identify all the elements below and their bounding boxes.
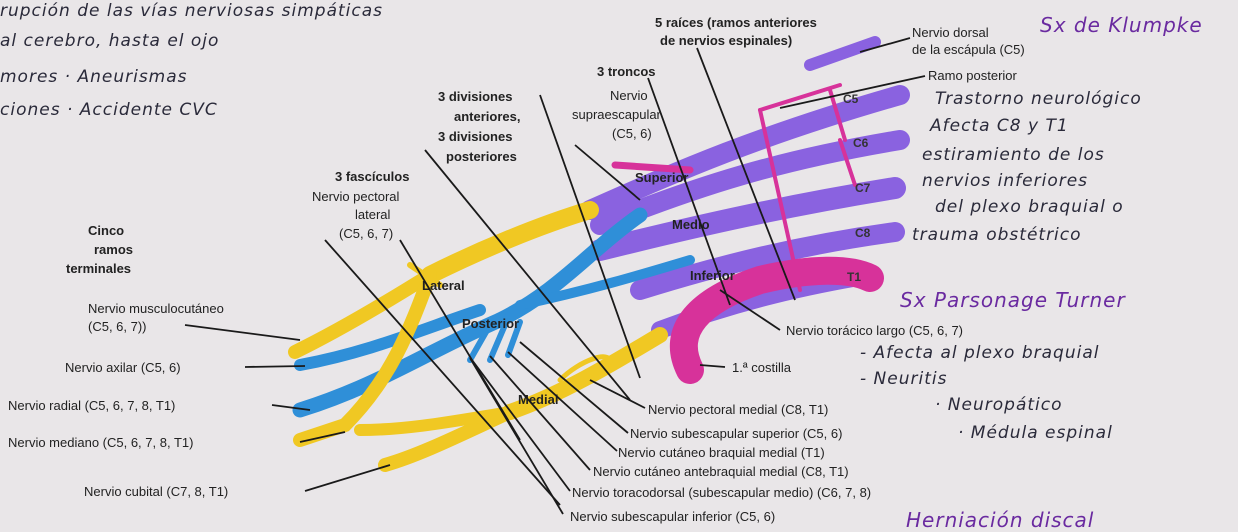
- bottom-nerve-labels: Nervio pectoral medial (C8, T1) Nervio s…: [570, 402, 871, 524]
- label-toracico-largo: Nervio torácico largo (C5, 6, 7): [786, 323, 963, 338]
- label-subescapular-superior: Nervio subescapular superior (C5, 6): [630, 426, 842, 441]
- header-raices-2: de nervios espinales): [660, 33, 792, 48]
- note-top-2: mores · Aneurismas: [0, 67, 188, 87]
- headers: 5 raíces (ramos anteriores de nervios es…: [66, 15, 817, 276]
- root-label-c6: C6: [853, 136, 869, 150]
- note-parsonage-0: - Afecta al plexo braquial: [860, 343, 1099, 363]
- dorsal-scapular-band: [810, 42, 875, 65]
- label-cubital: Nervio cubital (C7, 8, T1): [84, 484, 228, 499]
- note-klumpke-3: nervios inferiores: [922, 171, 1088, 191]
- note-top-3: ciones · Accidente CVC: [0, 100, 218, 120]
- header-ramos-1: Cinco: [88, 223, 124, 238]
- header-divisiones-4: posteriores: [446, 149, 517, 164]
- label-costilla: 1.ª costilla: [732, 360, 792, 375]
- note-klumpke-0: Trastorno neurológico: [935, 89, 1142, 109]
- cord-label-posterior: Posterior: [462, 316, 519, 331]
- label-mediano: Nervio mediano (C5, 6, 7, 8, T1): [8, 435, 193, 450]
- trunk-label-medio: Medio: [672, 217, 710, 232]
- trunk-label-superior: Superior: [635, 170, 688, 185]
- note-parsonage-1: - Neuritis: [860, 369, 947, 389]
- label-musculocutaneo-1: Nervio musculocutáneo: [88, 301, 224, 316]
- note-klumpke-title: Sx de Klumpke: [1040, 13, 1203, 37]
- note-klumpke-1: Afecta C8 y T1: [929, 116, 1069, 136]
- note-herniacion: Herniación discal: [906, 508, 1094, 532]
- root-label-c7: C7: [855, 181, 871, 195]
- header-ramos-2: ramos: [94, 242, 133, 257]
- label-axilar: Nervio axilar (C5, 6): [65, 360, 181, 375]
- note-top-0: rupción de las vías nerviosas simpáticas: [0, 1, 383, 21]
- root-label-c8: C8: [855, 226, 871, 240]
- trunk-label-inferior: Inferior: [690, 268, 735, 283]
- note-parsonage-title: Sx Parsonage Turner: [900, 288, 1126, 312]
- label-supraescapular-3: (C5, 6): [612, 126, 652, 141]
- left-nerve-labels: Nervio musculocutáneo (C5, 6, 7)) Nervio…: [8, 301, 228, 499]
- note-klumpke-5: trauma obstétrico: [912, 225, 1082, 245]
- label-dorsal-escapula-2: de la escápula (C5): [912, 42, 1025, 57]
- header-divisiones-3: 3 divisiones: [438, 129, 512, 144]
- label-cutaneo-antebraquial: Nervio cutáneo antebraquial medial (C8, …: [593, 464, 849, 479]
- label-dorsal-escapula-1: Nervio dorsal: [912, 25, 989, 40]
- cord-label-lateral: Lateral: [422, 278, 465, 293]
- header-raices-1: 5 raíces (ramos anteriores: [655, 15, 817, 30]
- header-ramos-3: terminales: [66, 261, 131, 276]
- label-pectoral-lateral-2: lateral: [355, 207, 391, 222]
- label-cutaneo-braquial: Nervio cutáneo braquial medial (T1): [618, 445, 825, 460]
- handwritten-notes-top: rupción de las vías nerviosas simpáticas…: [0, 1, 383, 120]
- header-divisiones-1: 3 divisiones: [438, 89, 512, 104]
- label-radial: Nervio radial (C5, 6, 7, 8, T1): [8, 398, 175, 413]
- header-divisiones-2: anteriores,: [454, 109, 520, 124]
- label-ramo-posterior: Ramo posterior: [928, 68, 1018, 83]
- note-klumpke-2: estiramiento de los: [922, 145, 1105, 165]
- label-supraescapular-2: supraescapular: [572, 107, 662, 122]
- header-troncos: 3 troncos: [597, 64, 656, 79]
- label-subescapular-inferior: Nervio subescapular inferior (C5, 6): [570, 509, 775, 524]
- root-label-t1: T1: [847, 270, 861, 284]
- lateral-cord: [430, 210, 590, 275]
- label-supraescapular-1: Nervio: [610, 88, 648, 103]
- note-klumpke-4: del plexo braquial o: [935, 197, 1124, 217]
- handwritten-notes-right: Sx de Klumpke Trastorno neurológico Afec…: [860, 13, 1203, 532]
- note-top-1: al cerebro, hasta el ojo: [0, 31, 219, 51]
- label-pectoral-lateral-1: Nervio pectoral: [312, 189, 400, 204]
- label-pectoral-lateral-3: (C5, 6, 7): [339, 226, 393, 241]
- note-parsonage-2: · Neuropático: [935, 395, 1063, 415]
- header-fasciculos: 3 fascículos: [335, 169, 409, 184]
- label-toracodorsal: Nervio toracodorsal (subescapular medio)…: [572, 485, 871, 500]
- note-parsonage-3: · Médula espinal: [958, 423, 1113, 443]
- label-pectoral-medial: Nervio pectoral medial (C8, T1): [648, 402, 828, 417]
- label-musculocutaneo-2: (C5, 6, 7)): [88, 319, 147, 334]
